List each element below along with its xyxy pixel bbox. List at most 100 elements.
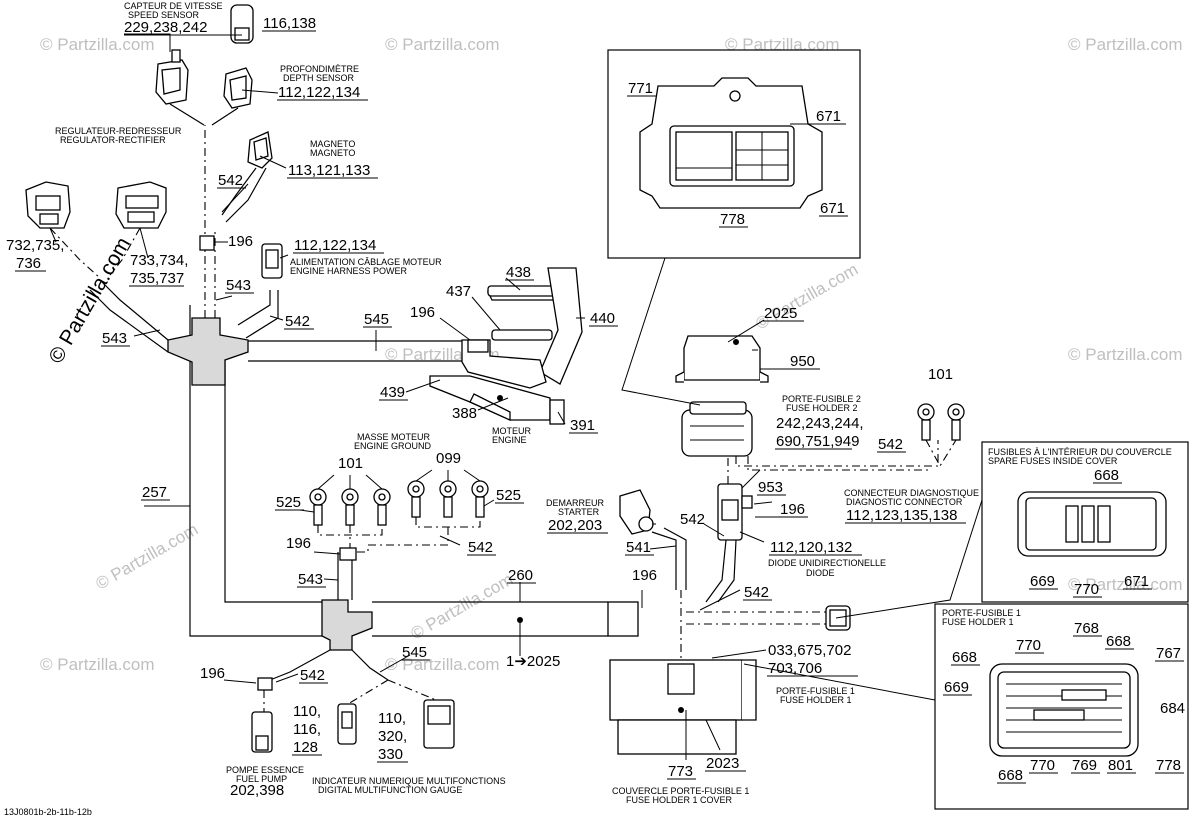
caption-engine-fr: MOTEUR — [492, 426, 531, 436]
callout: 440 — [590, 310, 615, 327]
caption-engine-ground-en: ENGINE GROUND — [354, 441, 432, 451]
gauge-connector-large — [423, 699, 455, 749]
callout: 437 — [446, 283, 471, 300]
caption-fuel-pump-en: FUEL PUMP — [236, 774, 287, 784]
caption-gauge-fr: INDICATEUR NUMERIQUE MULTIFONCTIONS — [312, 776, 506, 786]
callout: 101 — [338, 455, 363, 472]
callout: 242,243,244, — [776, 415, 864, 432]
watermark: © Partzilla.com — [725, 35, 840, 54]
caption-diag-fr: CONNECTEUR DIAGNOSTIQUE — [844, 488, 979, 498]
watermark: © Partzilla.com — [93, 520, 202, 594]
caption-magneto-fr: MAGNETO — [310, 139, 355, 149]
watermark: © Partzilla.com — [1068, 35, 1183, 54]
callout: 668 — [952, 649, 977, 666]
connector-438 — [487, 285, 561, 297]
callout: 196 — [632, 567, 657, 584]
clip-196 — [199, 235, 215, 251]
markers — [497, 339, 739, 623]
caption-engine-power-fr: ALIMENTATION CÂBLAGE MOTEUR — [290, 257, 442, 267]
captions: CAPTEUR DE VITESSE SPEED SENSOR PROFONDI… — [55, 1, 1172, 805]
callout: 668 — [1106, 633, 1131, 650]
callout: 391 — [570, 417, 595, 434]
callout: 112,122,134 — [294, 237, 376, 254]
caption-starter-fr: DEMARREUR — [546, 498, 605, 508]
callout: 736 — [16, 255, 41, 272]
callout: 542 — [468, 539, 493, 556]
starter-connector — [619, 489, 654, 535]
callout: 099 — [436, 450, 461, 467]
callout: 229,238,242 — [124, 19, 207, 36]
callout: 112,120,132 — [770, 539, 852, 556]
callout: 543 — [226, 277, 251, 294]
callout: 950 — [790, 353, 815, 370]
callout: 542 — [680, 511, 705, 528]
callout: 770 — [1074, 581, 1099, 598]
callout: 101 — [928, 366, 953, 383]
caption-speed-sensor-fr: CAPTEUR DE VITESSE — [124, 1, 223, 11]
callout: 113,121,133 — [288, 162, 370, 179]
callout: 684 — [1160, 700, 1185, 717]
main-harness — [89, 125, 639, 681]
fuse-holder-2-cover — [675, 335, 769, 383]
engine-ground-terminals — [309, 480, 489, 561]
engine-module — [429, 267, 583, 425]
caption-diode-fr: DIODE UNIDIRECTIONELLE — [768, 558, 886, 568]
callout: 2025 — [764, 305, 797, 322]
callout: 196 — [410, 304, 435, 321]
callout: 116, — [293, 721, 321, 738]
callout: 330 — [378, 746, 403, 763]
callout: 260 — [508, 567, 533, 584]
callout: 733,734, — [130, 252, 188, 269]
callout: 771 — [628, 80, 653, 97]
callout: 778 — [720, 211, 745, 228]
callout: 669 — [944, 679, 969, 696]
callout: 542 — [285, 313, 310, 330]
watermark: © Partzilla.com — [1068, 575, 1183, 594]
diode-connector — [717, 483, 753, 541]
callout: 033,675,702 — [768, 642, 851, 659]
callout: 768 — [1074, 620, 1099, 637]
caption-fuse-holder1-en: FUSE HOLDER 1 — [780, 695, 852, 705]
callout: 541 — [626, 539, 651, 556]
caption-fuse-holder2-en: FUSE HOLDER 2 — [786, 403, 858, 413]
callout: 690,751,949 — [776, 433, 859, 450]
caption-depth-sensor-fr: PROFONDIMÈTRE — [280, 64, 359, 74]
callout: 128 — [293, 739, 318, 756]
caption-fuse-holder2-fr: PORTE-FUSIBLE 2 — [782, 394, 861, 404]
callout: 202,398 — [230, 782, 284, 799]
callout: 543 — [102, 330, 127, 347]
callout: 116,138 — [263, 15, 316, 32]
caption-spare-fuses-en: SPARE FUSES INSIDE COVER — [988, 456, 1118, 466]
callout: 545 — [402, 644, 427, 661]
inset-spare-fuses — [981, 441, 1189, 603]
connector-437 — [491, 329, 553, 341]
fuse-holder-2 — [681, 401, 753, 457]
callout: 671 — [820, 200, 845, 217]
callout: 770 — [1016, 637, 1041, 654]
callout: 1➔2025 — [506, 653, 560, 670]
caption-regulator-en: REGULATOR-RECTIFIER — [60, 135, 166, 145]
callout: 542 — [878, 436, 903, 453]
watermark: © Partzilla.com — [40, 655, 155, 674]
watermark: © Partzilla.com — [1068, 345, 1183, 364]
callout: 801 — [1108, 757, 1133, 774]
drawing-id: 13J0801b-2b-11b-12b — [4, 807, 92, 817]
caption-fuel-pump-fr: POMPE ESSENCE — [226, 765, 304, 775]
callout: 703,706 — [768, 660, 822, 677]
caption-starter-en: STARTER — [558, 507, 600, 517]
callout: 778 — [1156, 757, 1181, 774]
callout: 112,123,135,138 — [846, 507, 958, 524]
callout: 320, — [378, 728, 407, 745]
caption-gauge-en: DIGITAL MULTIFUNCTION GAUGE — [318, 785, 462, 795]
callout: 196 — [200, 665, 225, 682]
caption-spare-fuses-fr: FUSIBLES À L'INTÉRIEUR DU COUVERCLE — [988, 447, 1172, 457]
callout: 257 — [142, 484, 167, 501]
callout: 439 — [380, 384, 405, 401]
caption-engine-power-en: ENGINE HARNESS POWER — [290, 266, 408, 276]
caption-magneto-en: MAGNETO — [310, 148, 355, 158]
callout: 668 — [998, 767, 1023, 784]
callout: 438 — [506, 264, 531, 281]
callout: 2023 — [706, 755, 739, 772]
callout: 767 — [1156, 645, 1181, 662]
